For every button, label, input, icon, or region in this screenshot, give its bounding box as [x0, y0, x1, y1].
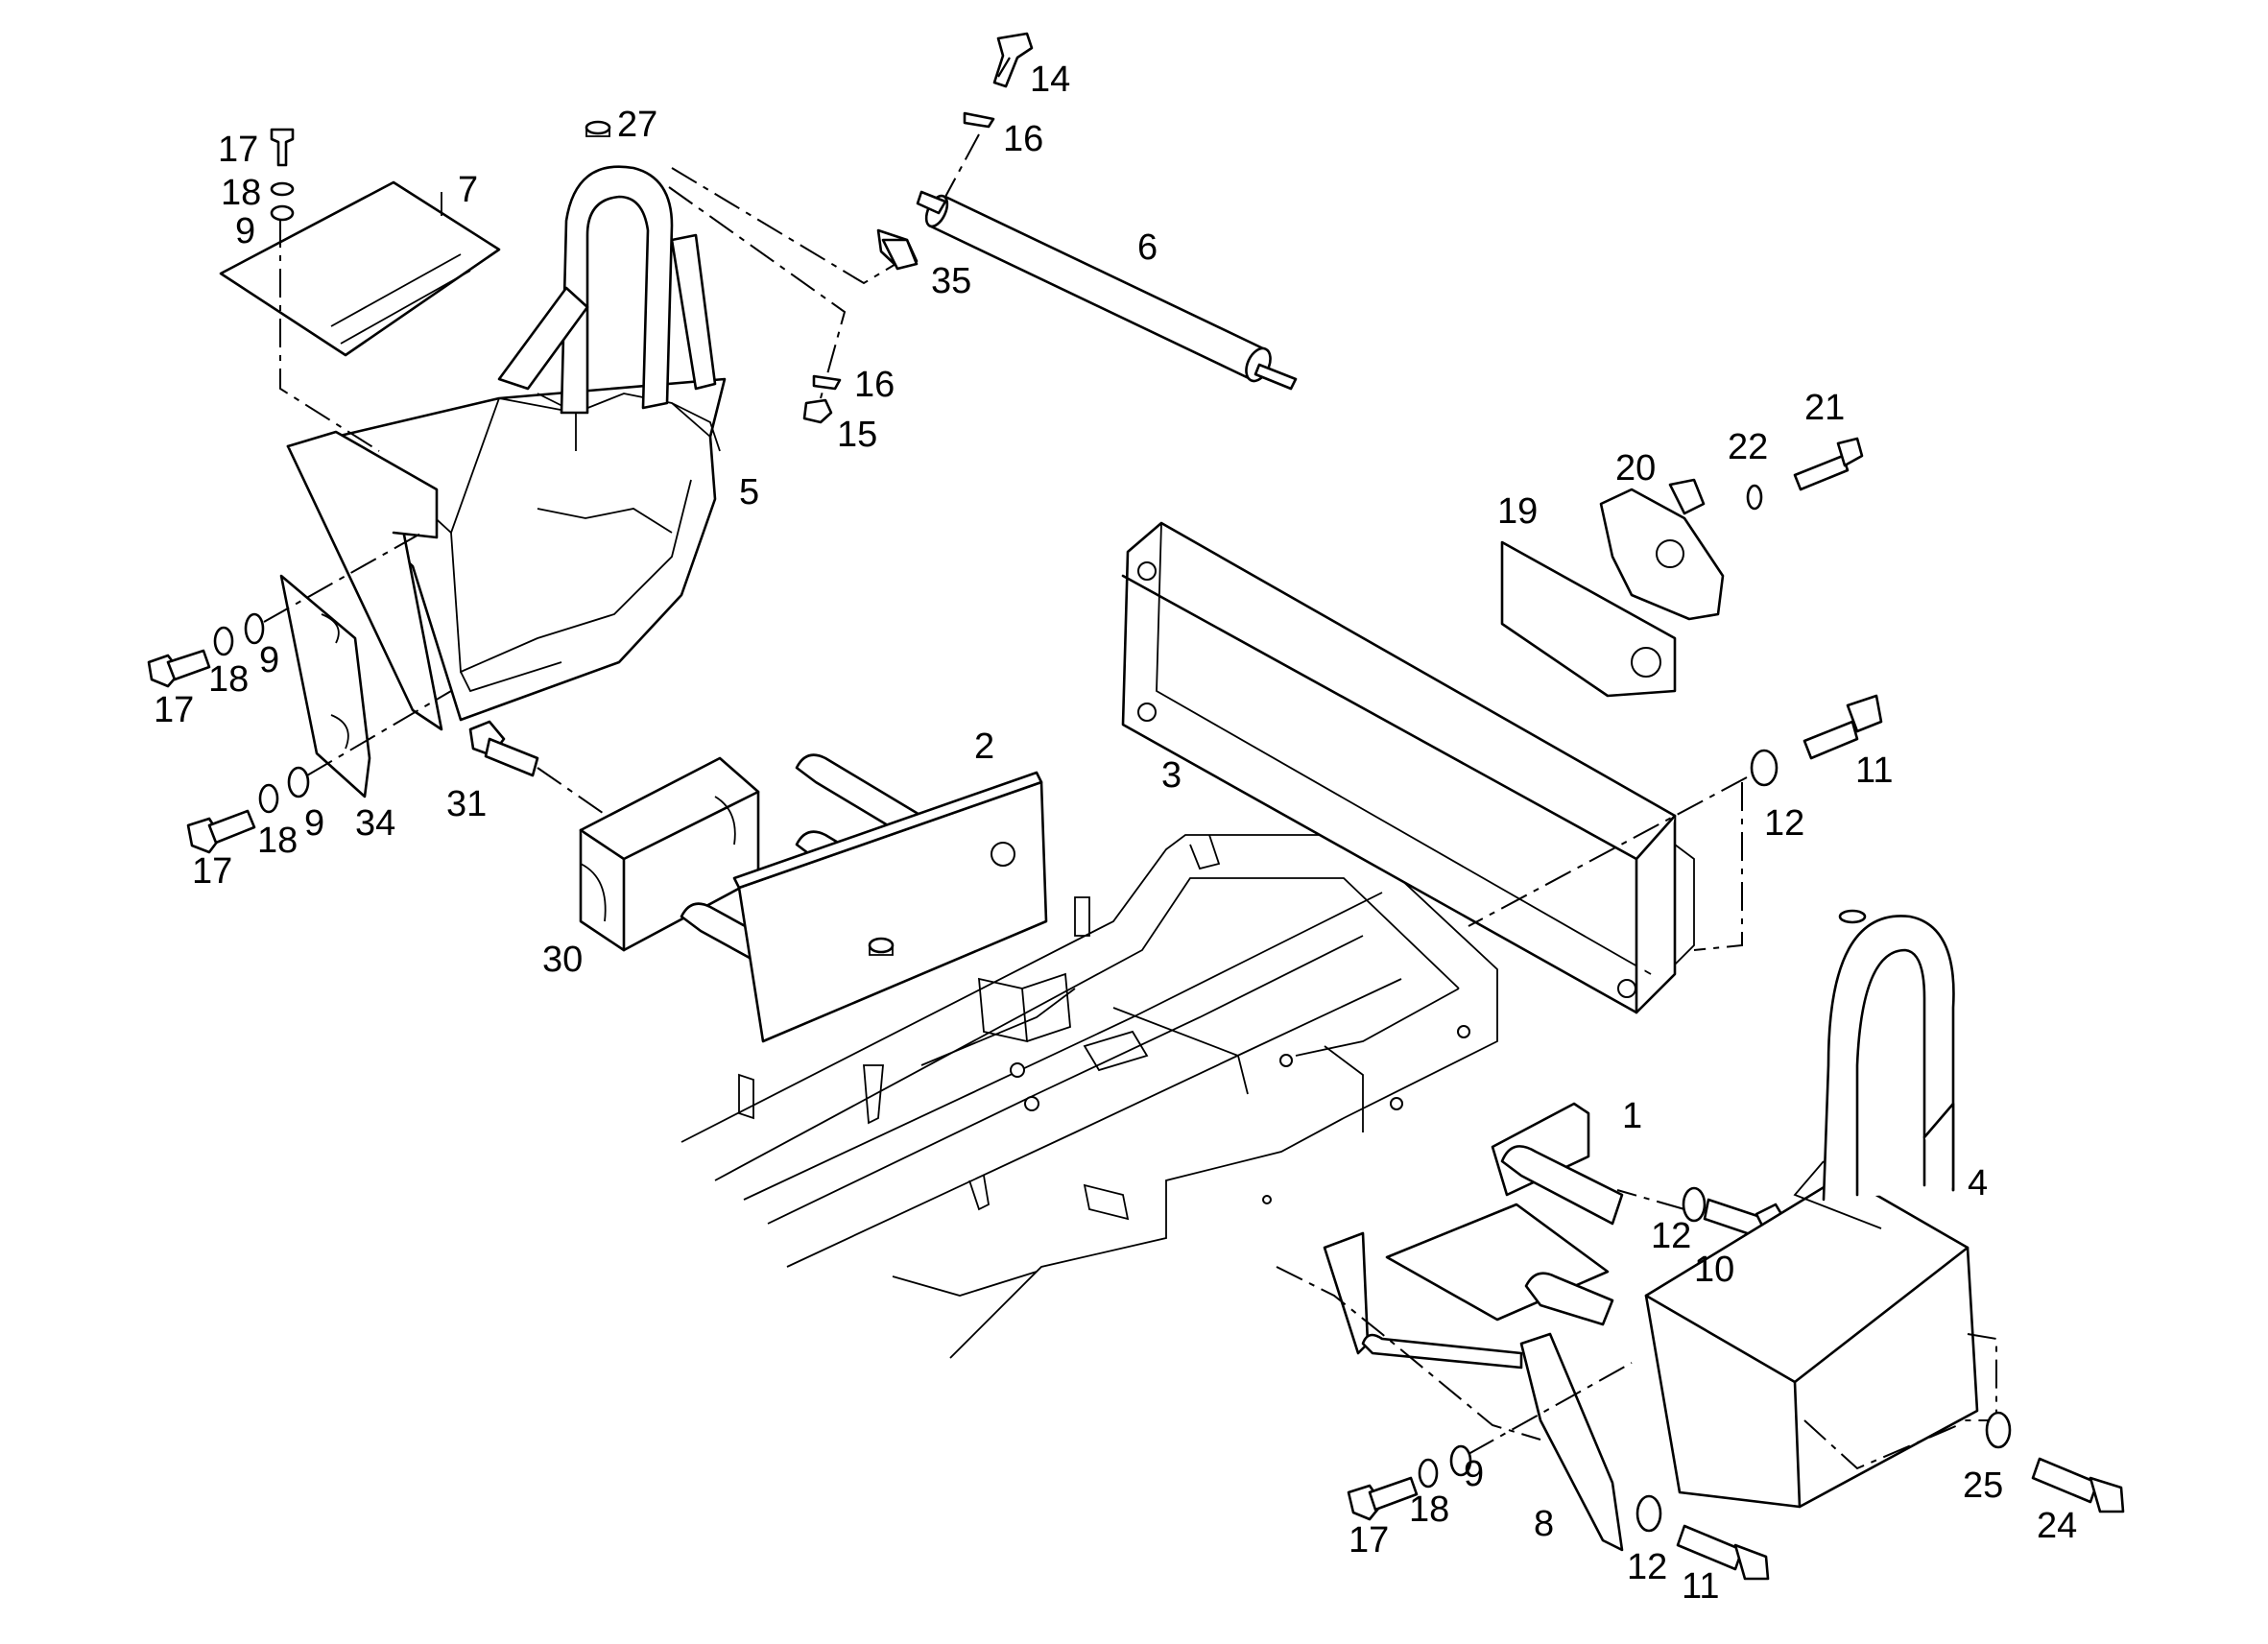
- label-2: 2: [974, 727, 994, 767]
- bracket-part-1: [1323, 1102, 1624, 1370]
- plate-part-7: [219, 180, 501, 357]
- bolt-stack-bottom: [1347, 1444, 1472, 1521]
- label-18-top: 18: [221, 173, 261, 213]
- label-27: 27: [617, 105, 657, 145]
- housing-part-5: [286, 120, 727, 731]
- washer-part-25: [1985, 1411, 2012, 1449]
- label-25: 25: [1963, 1465, 2003, 1506]
- label-35: 35: [931, 261, 971, 301]
- label-14: 14: [1030, 60, 1070, 100]
- nut-part-15: [802, 398, 833, 424]
- label-18-bottom: 18: [1409, 1489, 1449, 1530]
- assembly-line-7: [279, 219, 380, 452]
- assembly-line-tube: [944, 133, 980, 198]
- washer-part-12-mid: [1682, 1186, 1707, 1223]
- clip-part-16-upper: [963, 111, 995, 129]
- assembly-line-5-15: [668, 186, 847, 399]
- assembly-line-1: [1616, 1189, 1685, 1210]
- plate-part-2: [680, 753, 1048, 1043]
- label-17-left-upper: 17: [154, 690, 194, 730]
- label-16-upper: 16: [1003, 119, 1043, 159]
- label-31: 31: [446, 784, 487, 824]
- label-10: 10: [1694, 1250, 1734, 1290]
- label-20: 20: [1615, 448, 1656, 488]
- clip-part-16-lower: [812, 374, 842, 391]
- housing-part-4: [1644, 909, 1979, 1509]
- assembly-line-left-upper: [263, 532, 423, 623]
- bolt-part-24: [2031, 1457, 2125, 1513]
- label-17-left-lower: 17: [192, 851, 232, 892]
- label-9-bottom: 9: [1464, 1454, 1484, 1494]
- bracket-part-19: [1500, 540, 1677, 698]
- washer-part-12-upper: [1750, 749, 1779, 787]
- assembly-line-4: [1958, 1333, 1997, 1421]
- label-11-lower: 11: [1682, 1566, 1719, 1607]
- callout-labels: 1 2 3 4 5 6 7 8 9 9 9 9 10 11 11 12 12 1…: [154, 60, 2077, 1607]
- label-12-mid: 12: [1651, 1216, 1691, 1256]
- bracket-part-34: [279, 574, 371, 798]
- washer-part-22: [1746, 484, 1763, 511]
- label-12-lower: 12: [1627, 1547, 1667, 1587]
- assembly-line-bottom: [1468, 1362, 1633, 1455]
- bolt-part-11-upper: [1802, 694, 1883, 760]
- label-7: 7: [458, 170, 478, 210]
- label-1: 1: [1622, 1096, 1642, 1136]
- label-15: 15: [837, 415, 877, 455]
- clip-part-35: [881, 238, 919, 271]
- label-8: 8: [1534, 1504, 1554, 1544]
- label-9-left-upper: 9: [259, 640, 279, 680]
- label-6: 6: [1137, 227, 1158, 268]
- label-24: 24: [2037, 1506, 2077, 1546]
- assembly-line-3-left: [1468, 776, 1748, 927]
- label-18-left-lower: 18: [257, 821, 298, 861]
- label-5: 5: [739, 472, 759, 512]
- washer-part-12-lower: [1635, 1494, 1662, 1533]
- label-9-left-lower: 9: [304, 803, 324, 844]
- bracket-part-8: [1519, 1332, 1624, 1552]
- bolt-part-31: [468, 720, 539, 777]
- bolt-part-11-lower: [1676, 1524, 1770, 1581]
- label-4: 4: [1968, 1163, 1988, 1203]
- label-18-left-upper: 18: [208, 659, 249, 700]
- label-19: 19: [1497, 491, 1538, 532]
- flange-part-20: [1599, 478, 1725, 621]
- label-34: 34: [355, 803, 395, 844]
- label-21: 21: [1804, 388, 1845, 428]
- bolt-part-21: [1793, 437, 1864, 491]
- bolt-stack-left-lower: [186, 766, 310, 854]
- label-17-top: 17: [218, 130, 258, 170]
- assembly-line-1-left: [1276, 1266, 1541, 1441]
- label-9-top: 9: [235, 211, 255, 251]
- label-17-bottom: 17: [1349, 1520, 1389, 1561]
- label-16-lower: 16: [854, 365, 895, 405]
- label-3: 3: [1161, 755, 1182, 796]
- label-12-upper: 12: [1764, 803, 1804, 844]
- bolt-stack-left-upper: [147, 612, 265, 688]
- assembly-line-3-right: [1693, 782, 1743, 951]
- assembly-line-left-lower: [306, 690, 452, 776]
- bolt-part-14: [992, 32, 1034, 88]
- label-11-upper: 11: [1855, 751, 1893, 791]
- assembly-line-4-low: [1803, 1419, 1959, 1470]
- label-30: 30: [542, 940, 583, 980]
- bolt-stack-top-left: [270, 128, 295, 222]
- label-22: 22: [1728, 427, 1768, 467]
- chassis-frame: [680, 834, 1498, 1359]
- assembly-line-5-6: [671, 167, 908, 285]
